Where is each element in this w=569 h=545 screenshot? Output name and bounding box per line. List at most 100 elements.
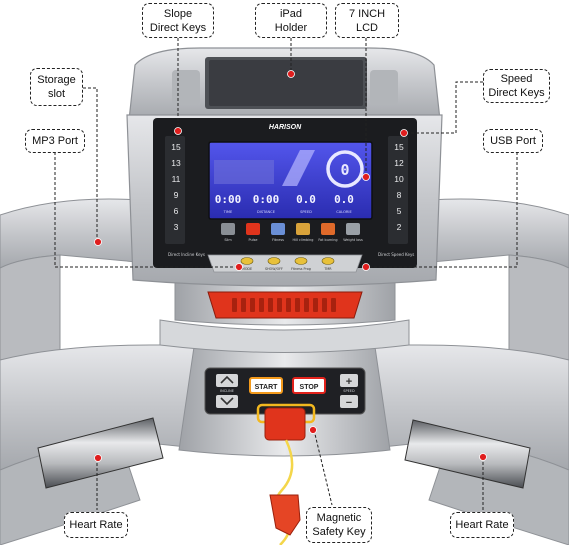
vent-slat <box>250 298 255 312</box>
mode-icon-1[interactable] <box>221 223 235 235</box>
lcd-readout-label: TIME <box>223 210 233 214</box>
incline-key-6[interactable]: 6 <box>174 206 179 216</box>
speed-key-2[interactable]: 2 <box>397 222 402 232</box>
mode-icon-2[interactable] <box>246 223 260 235</box>
incline-keys-caption: Direct Incline Keys <box>168 252 205 257</box>
incline-label: INCLINE <box>220 389 234 393</box>
function-button-2[interactable] <box>267 257 281 265</box>
function-button-strip: MODE SHOW/OFF Fitness Prog TMR <box>207 254 363 273</box>
stop-button[interactable] <box>292 377 326 394</box>
speed-plus-button[interactable] <box>340 374 358 387</box>
speed-key-5[interactable]: 5 <box>397 206 402 216</box>
heart-rate-grip-left[interactable] <box>37 417 164 489</box>
lcd-readout: 0.0 <box>296 193 316 206</box>
vent-slat <box>241 298 246 312</box>
callout-leader-lines <box>54 38 518 510</box>
incline-key-15[interactable]: 15 <box>171 142 181 152</box>
callout-marker-dot <box>479 453 487 461</box>
callout-7-inch-lcd: 7 INCH LCD <box>335 3 399 38</box>
function-button-4[interactable] <box>321 257 335 265</box>
incline-key-9[interactable]: 9 <box>174 190 179 200</box>
function-button-1[interactable] <box>240 257 254 265</box>
function-button-label: SHOW/OFF <box>265 267 283 271</box>
callout-marker-dot <box>362 173 370 181</box>
vent-slat <box>322 298 327 312</box>
speed-key-12[interactable]: 12 <box>394 158 404 168</box>
function-button-label: TMR <box>323 267 332 271</box>
mode-icon-label: Hill climbing <box>293 238 314 242</box>
incline-key-13[interactable]: 13 <box>171 158 181 168</box>
storage-slot <box>172 70 200 105</box>
speed-keys-caption: Direct Speed Keys <box>378 252 414 257</box>
vent-slat <box>286 298 291 312</box>
speed-key-strip: 15 12 10 8 5 2 <box>388 136 408 244</box>
vent-slat <box>277 298 282 312</box>
function-button-label: Fitness Prog <box>291 267 311 271</box>
callout-marker-dot <box>94 454 102 462</box>
mode-icon-row: Slim Pulse Fitness Hill climbing Fat burning… <box>221 223 363 242</box>
lcd-readout: 0:00 <box>215 193 242 206</box>
speed-key-10[interactable]: 10 <box>394 174 404 184</box>
console: HARISON 15 13 11 9 6 3 15 12 10 8 5 2 Direct Incli… <box>126 114 443 287</box>
chevron-down-icon <box>220 397 234 406</box>
callout-marker-dot <box>287 70 295 78</box>
vent-slat <box>232 298 237 312</box>
heart-rate-grip-right[interactable] <box>404 419 531 489</box>
mode-icon-label: Fat burning <box>318 238 337 242</box>
speed-label: SPEED <box>343 389 355 393</box>
callout-ipad-holder: iPad Holder <box>255 3 327 38</box>
mode-icon-4[interactable] <box>296 223 310 235</box>
magnetic-safety-key[interactable] <box>256 403 316 545</box>
callout-storage-slot: Storage slot <box>30 68 83 106</box>
lcd-readout: 0:00 <box>253 193 280 206</box>
function-button-3[interactable] <box>294 257 308 265</box>
callout-marker-dot <box>94 238 102 246</box>
incline-key-11[interactable]: 11 <box>172 174 181 184</box>
incline-down-button[interactable] <box>216 395 238 408</box>
mode-icon-6[interactable] <box>346 223 360 235</box>
chevron-up-icon <box>220 375 234 384</box>
callout-marker-dot <box>362 263 370 271</box>
stop-label: STOP <box>300 384 319 391</box>
fan-vent[interactable] <box>207 291 363 319</box>
brand-logo: HARISON <box>269 124 302 131</box>
speed-key-8[interactable]: 8 <box>397 190 402 200</box>
callout-magnetic-safety-key: Magnetic Safety Key <box>306 507 372 543</box>
control-pad: INCLINE START STOP + − SPEED <box>204 367 366 415</box>
mode-icon-label: Pulse <box>249 238 258 242</box>
mode-icon-3[interactable] <box>271 223 285 235</box>
callout-mp3-port: MP3 Port <box>25 129 85 153</box>
vent-slat <box>331 298 336 312</box>
speed-key-15[interactable]: 15 <box>394 142 404 152</box>
speed-minus-button[interactable] <box>340 395 358 408</box>
callout-usb-port: USB Port <box>483 129 543 153</box>
mode-icon-label: Fitness <box>272 238 284 242</box>
vent-slat <box>313 298 318 312</box>
mode-icon-5[interactable] <box>321 223 335 235</box>
mode-icon-label: Weight loss <box>343 238 363 242</box>
function-button-label: MODE <box>242 267 252 271</box>
vent-slat <box>295 298 300 312</box>
incline-key-strip: 15 13 11 9 6 3 <box>165 136 185 244</box>
start-label: START <box>255 384 279 391</box>
incline-up-button[interactable] <box>216 374 238 387</box>
ipad-holder <box>128 47 441 121</box>
lcd-readout: 0.0 <box>334 193 354 206</box>
lcd-readout-label: DISTANCE <box>257 210 276 214</box>
callout-marker-dot <box>309 426 317 434</box>
start-button[interactable] <box>249 377 283 394</box>
vent-slat <box>268 298 273 312</box>
callout-heart-rate-right: Heart Rate <box>450 512 514 538</box>
callout-slope-direct-keys: Slope Direct Keys <box>142 3 214 38</box>
incline-key-3[interactable]: 3 <box>174 222 179 232</box>
vent-slat <box>304 298 309 312</box>
mode-icon-label: Slim <box>224 238 232 242</box>
lcd-readout-label: SPEED <box>300 210 312 214</box>
minus-icon: − <box>346 397 352 409</box>
callout-marker-dot <box>174 127 182 135</box>
callout-speed-direct-keys: Speed Direct Keys <box>483 69 550 103</box>
callout-marker-dot <box>400 129 408 137</box>
